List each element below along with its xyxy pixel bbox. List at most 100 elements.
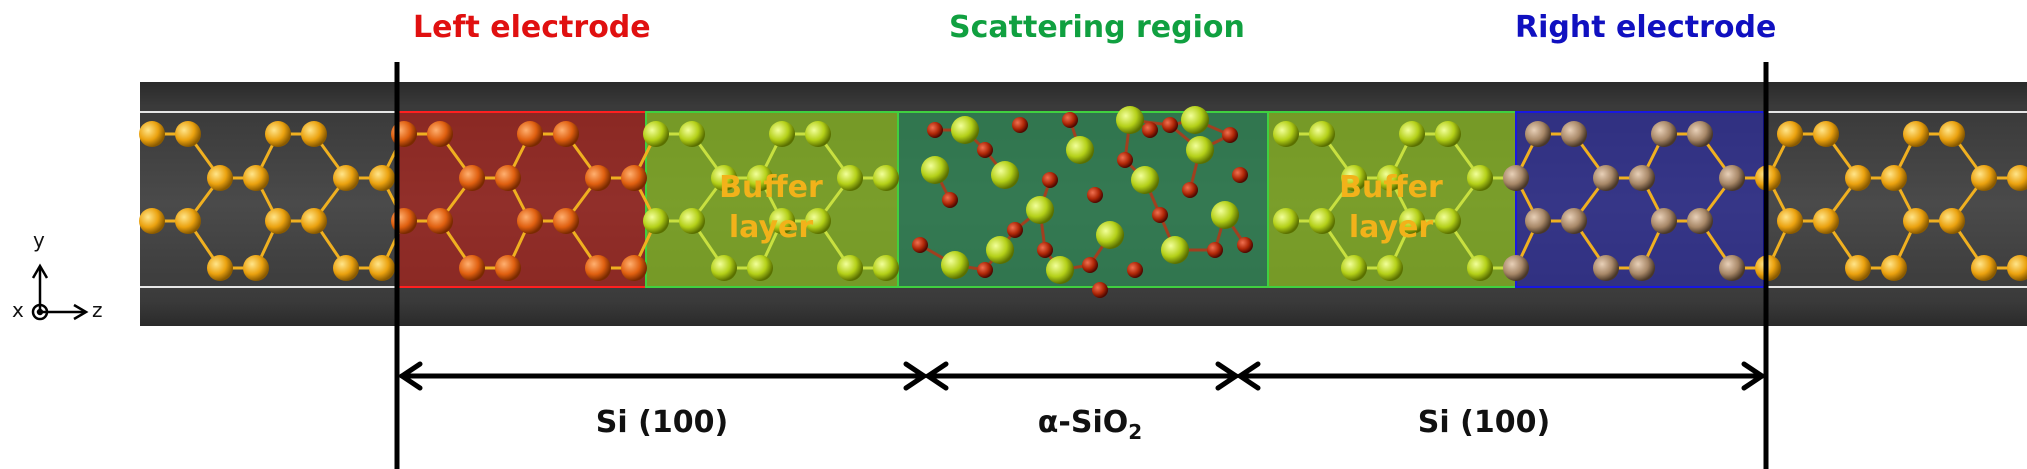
atom xyxy=(301,208,327,234)
atom xyxy=(1207,242,1223,258)
atom xyxy=(1116,106,1144,134)
atom xyxy=(243,165,269,191)
atom xyxy=(1232,167,1248,183)
atom xyxy=(1026,196,1054,224)
si100-left-label: Si (100) xyxy=(595,405,729,440)
atom xyxy=(1881,255,1907,281)
atom xyxy=(711,255,737,281)
atom xyxy=(1037,242,1053,258)
scattering-region-title: Scattering region xyxy=(949,10,1245,45)
atom xyxy=(837,255,863,281)
atom xyxy=(1435,121,1461,147)
atom xyxy=(139,121,165,147)
atom xyxy=(1092,282,1108,298)
atom xyxy=(1435,208,1461,234)
atom xyxy=(333,255,359,281)
atom xyxy=(265,208,291,234)
atom xyxy=(459,255,485,281)
atom xyxy=(941,251,969,279)
atom xyxy=(207,255,233,281)
atom xyxy=(679,121,705,147)
atom xyxy=(1629,165,1655,191)
atom xyxy=(769,121,795,147)
atom xyxy=(139,208,165,234)
atom xyxy=(2007,165,2027,191)
atom xyxy=(621,165,647,191)
atom xyxy=(1719,165,1745,191)
atom xyxy=(1341,165,1367,191)
atom xyxy=(1651,121,1677,147)
atom xyxy=(175,208,201,234)
atom xyxy=(1687,208,1713,234)
atom xyxy=(1066,136,1094,164)
atom xyxy=(991,161,1019,189)
atom xyxy=(1117,152,1133,168)
atom xyxy=(1222,127,1238,143)
atom xyxy=(1939,121,1965,147)
atom xyxy=(553,121,579,147)
alpha-sio2-text: α-SiO xyxy=(1037,405,1129,440)
atom xyxy=(1593,165,1619,191)
atom xyxy=(927,122,943,138)
atom xyxy=(1341,255,1367,281)
dimension-arrow-middle xyxy=(923,361,1241,391)
alpha-sio2-label: α-SiO2 xyxy=(1038,405,1142,444)
atom xyxy=(1845,165,1871,191)
atom xyxy=(2007,255,2027,281)
atom xyxy=(1131,166,1159,194)
atom xyxy=(1719,255,1745,281)
atom xyxy=(1651,208,1677,234)
atom xyxy=(369,165,395,191)
atom xyxy=(1687,121,1713,147)
atom xyxy=(1211,201,1239,229)
atom xyxy=(1467,165,1493,191)
buffer-left-line2: layer xyxy=(728,210,814,245)
atom xyxy=(1273,121,1299,147)
atom xyxy=(837,165,863,191)
atom xyxy=(977,262,993,278)
atom xyxy=(243,255,269,281)
atom xyxy=(1127,262,1143,278)
coordinate-axes-icon xyxy=(31,263,89,321)
buffer-layer-right-label: Buffer layer xyxy=(1291,168,1491,248)
atom xyxy=(921,156,949,184)
atom xyxy=(495,255,521,281)
atom xyxy=(1309,208,1335,234)
atom xyxy=(1096,221,1124,249)
atom xyxy=(873,165,899,191)
axis-z-label: z xyxy=(92,298,103,322)
dimension-arrow-right xyxy=(1235,361,1767,391)
si100-right-label: Si (100) xyxy=(1417,405,1551,440)
atom xyxy=(1903,121,1929,147)
buffer-right-line1: Buffer xyxy=(1339,170,1443,205)
atom xyxy=(301,121,327,147)
atom xyxy=(369,255,395,281)
atom xyxy=(1629,255,1655,281)
atom xyxy=(711,165,737,191)
dimension-arrow-left xyxy=(397,361,929,391)
atom xyxy=(1399,208,1425,234)
atom xyxy=(1525,121,1551,147)
atom xyxy=(1182,182,1198,198)
buffer-right-line2: layer xyxy=(1348,210,1434,245)
atom xyxy=(1503,255,1529,281)
atom xyxy=(1042,172,1058,188)
atom xyxy=(643,121,669,147)
atom xyxy=(912,237,928,253)
atom xyxy=(1845,255,1871,281)
atom xyxy=(805,208,831,234)
atom xyxy=(1971,165,1997,191)
atom xyxy=(1087,187,1103,203)
atom xyxy=(977,142,993,158)
axis-x-label: x xyxy=(12,298,24,322)
atom xyxy=(427,208,453,234)
atom xyxy=(769,208,795,234)
atom xyxy=(621,255,647,281)
atom xyxy=(1181,106,1209,134)
atom xyxy=(1503,165,1529,191)
atom xyxy=(1377,165,1403,191)
atom xyxy=(553,208,579,234)
alpha-sio2-subscript: 2 xyxy=(1128,420,1143,444)
atom xyxy=(643,208,669,234)
